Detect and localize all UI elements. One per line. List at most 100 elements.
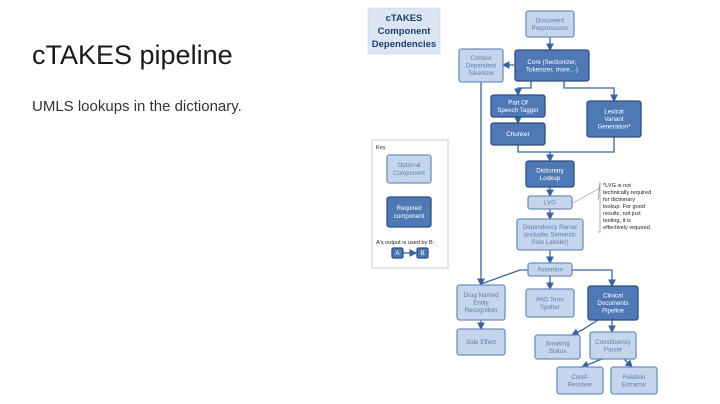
node-box <box>527 262 573 277</box>
node-label-line: Document <box>536 17 564 24</box>
note-line-1: *LVG is not <box>603 183 631 189</box>
diagram-title: cTAKES Component Dependencies <box>367 7 441 55</box>
node-label-line: Tokenizer, more…) <box>526 66 578 73</box>
node-label-line: Parser <box>604 346 622 353</box>
edge-core-pos <box>514 81 532 97</box>
node-label-line: Extractor <box>622 381 647 388</box>
node-label-line: Tokenizer <box>468 70 494 77</box>
key-legend: Key Optional Component Required componen… <box>371 139 449 269</box>
node-box <box>587 285 639 321</box>
node-label-line: Dictionary <box>536 167 564 174</box>
node-label-line: Lexical <box>604 109 623 116</box>
node-box <box>490 122 546 146</box>
node-box <box>556 366 604 395</box>
key-arrow-caption: A's output is used by B: <box>376 240 435 246</box>
edge-assert-clin <box>572 269 616 288</box>
node-label-line: Preprocessor <box>532 25 569 32</box>
key-node-b: B <box>416 247 429 259</box>
node-label-line: Dependency Parser <box>523 224 578 231</box>
node-label-line: LVG <box>544 200 556 207</box>
node-label-line: Role Labeler) <box>531 239 568 246</box>
node-label-line: (includes Semantic <box>524 232 576 239</box>
node-label-line: Variant <box>604 116 623 123</box>
node-label-line: Recognition <box>465 307 498 314</box>
node-label-line: Context <box>470 55 492 62</box>
node-label-line: Constituency <box>595 339 632 346</box>
note-line-5: results, not just <box>603 211 641 217</box>
node-label-line: PAD Term <box>536 296 564 303</box>
node-label-line: Smoking <box>545 340 570 347</box>
key-a-label: A <box>395 250 400 257</box>
note-line-3: for dictionary <box>603 197 635 203</box>
note-line-2: technically required <box>603 190 651 196</box>
node-label-line: Chunker <box>506 131 529 138</box>
node-chunker: Chunker <box>490 122 546 146</box>
node-box <box>527 195 573 210</box>
key-b-label: B <box>420 250 424 257</box>
node-box <box>525 288 575 318</box>
node-label-line: Speech Tagger <box>497 107 539 114</box>
node-label-line: Side Effect <box>466 339 496 346</box>
node-box <box>456 284 506 321</box>
node-label-line: Entity <box>473 300 489 307</box>
node-assert: Assertion <box>527 262 573 277</box>
key-required-sample: Required component <box>386 196 432 228</box>
node-box <box>525 160 575 188</box>
diagram-title-line-2: Component <box>378 26 432 37</box>
node-box <box>534 334 581 360</box>
edge-clin-smoke <box>570 319 599 336</box>
node-coref: Coref-Resolver <box>556 366 604 395</box>
key-required-line-2: component <box>394 213 425 220</box>
key-optional-line-1: Optional <box>397 162 420 169</box>
key-label: Key <box>376 145 386 151</box>
node-core: Core (Sectionizer,Tokenizer, more…) <box>514 49 590 82</box>
slide-bullet: UMLS lookups in the dictionary. <box>32 98 242 115</box>
node-label-line: Relation <box>623 374 646 381</box>
node-label-line: Resolver <box>568 381 592 388</box>
node-label-line: Dependent <box>466 63 497 70</box>
node-label-line: Coref- <box>571 374 588 381</box>
node-box <box>610 366 658 395</box>
edge-const-rel <box>623 358 633 368</box>
edge-lvggen-dict <box>550 137 615 153</box>
node-box <box>589 331 637 360</box>
node-box <box>458 48 504 83</box>
node-label-line: Drug Named <box>463 292 499 299</box>
node-label-line: Status <box>549 348 567 355</box>
key-optional-line-2: Component <box>393 170 425 177</box>
node-label-line: Core (Sectionizer, <box>527 59 576 66</box>
node-dep: Dependency Parser(includes SemanticRole … <box>516 218 584 251</box>
note-line-7: effectively required. <box>603 225 652 231</box>
edge-core-lvggen <box>563 81 618 103</box>
node-label-line: Pipeline <box>602 307 625 314</box>
node-side: Side Effect <box>456 328 506 356</box>
node-box <box>586 100 642 138</box>
node-box <box>456 328 506 356</box>
node-label-line: Spotter <box>540 304 560 311</box>
node-box <box>525 10 575 38</box>
node-lvg: LVG <box>527 195 573 210</box>
diagram-title-line-1: cTAKES <box>386 13 423 24</box>
edge-const-coref <box>580 358 603 369</box>
lvg-note: *LVG is not technically required for dic… <box>572 181 652 233</box>
edge-assert-drug <box>480 269 528 285</box>
note-line-4: lookup. For good <box>603 204 645 210</box>
diagram-nodes: DocumentPreprocessorContextDependentToke… <box>456 10 658 395</box>
dependency-diagram: cTAKES Component Dependencies Key Option… <box>367 7 658 395</box>
diagram-edges <box>477 37 633 369</box>
key-required-line-1: Required <box>396 205 422 212</box>
node-label-line: Lookup <box>540 175 561 182</box>
node-label-line: Clinical <box>603 293 623 300</box>
key-node-a: A <box>391 247 404 259</box>
node-label-line: Part Of <box>508 99 528 106</box>
